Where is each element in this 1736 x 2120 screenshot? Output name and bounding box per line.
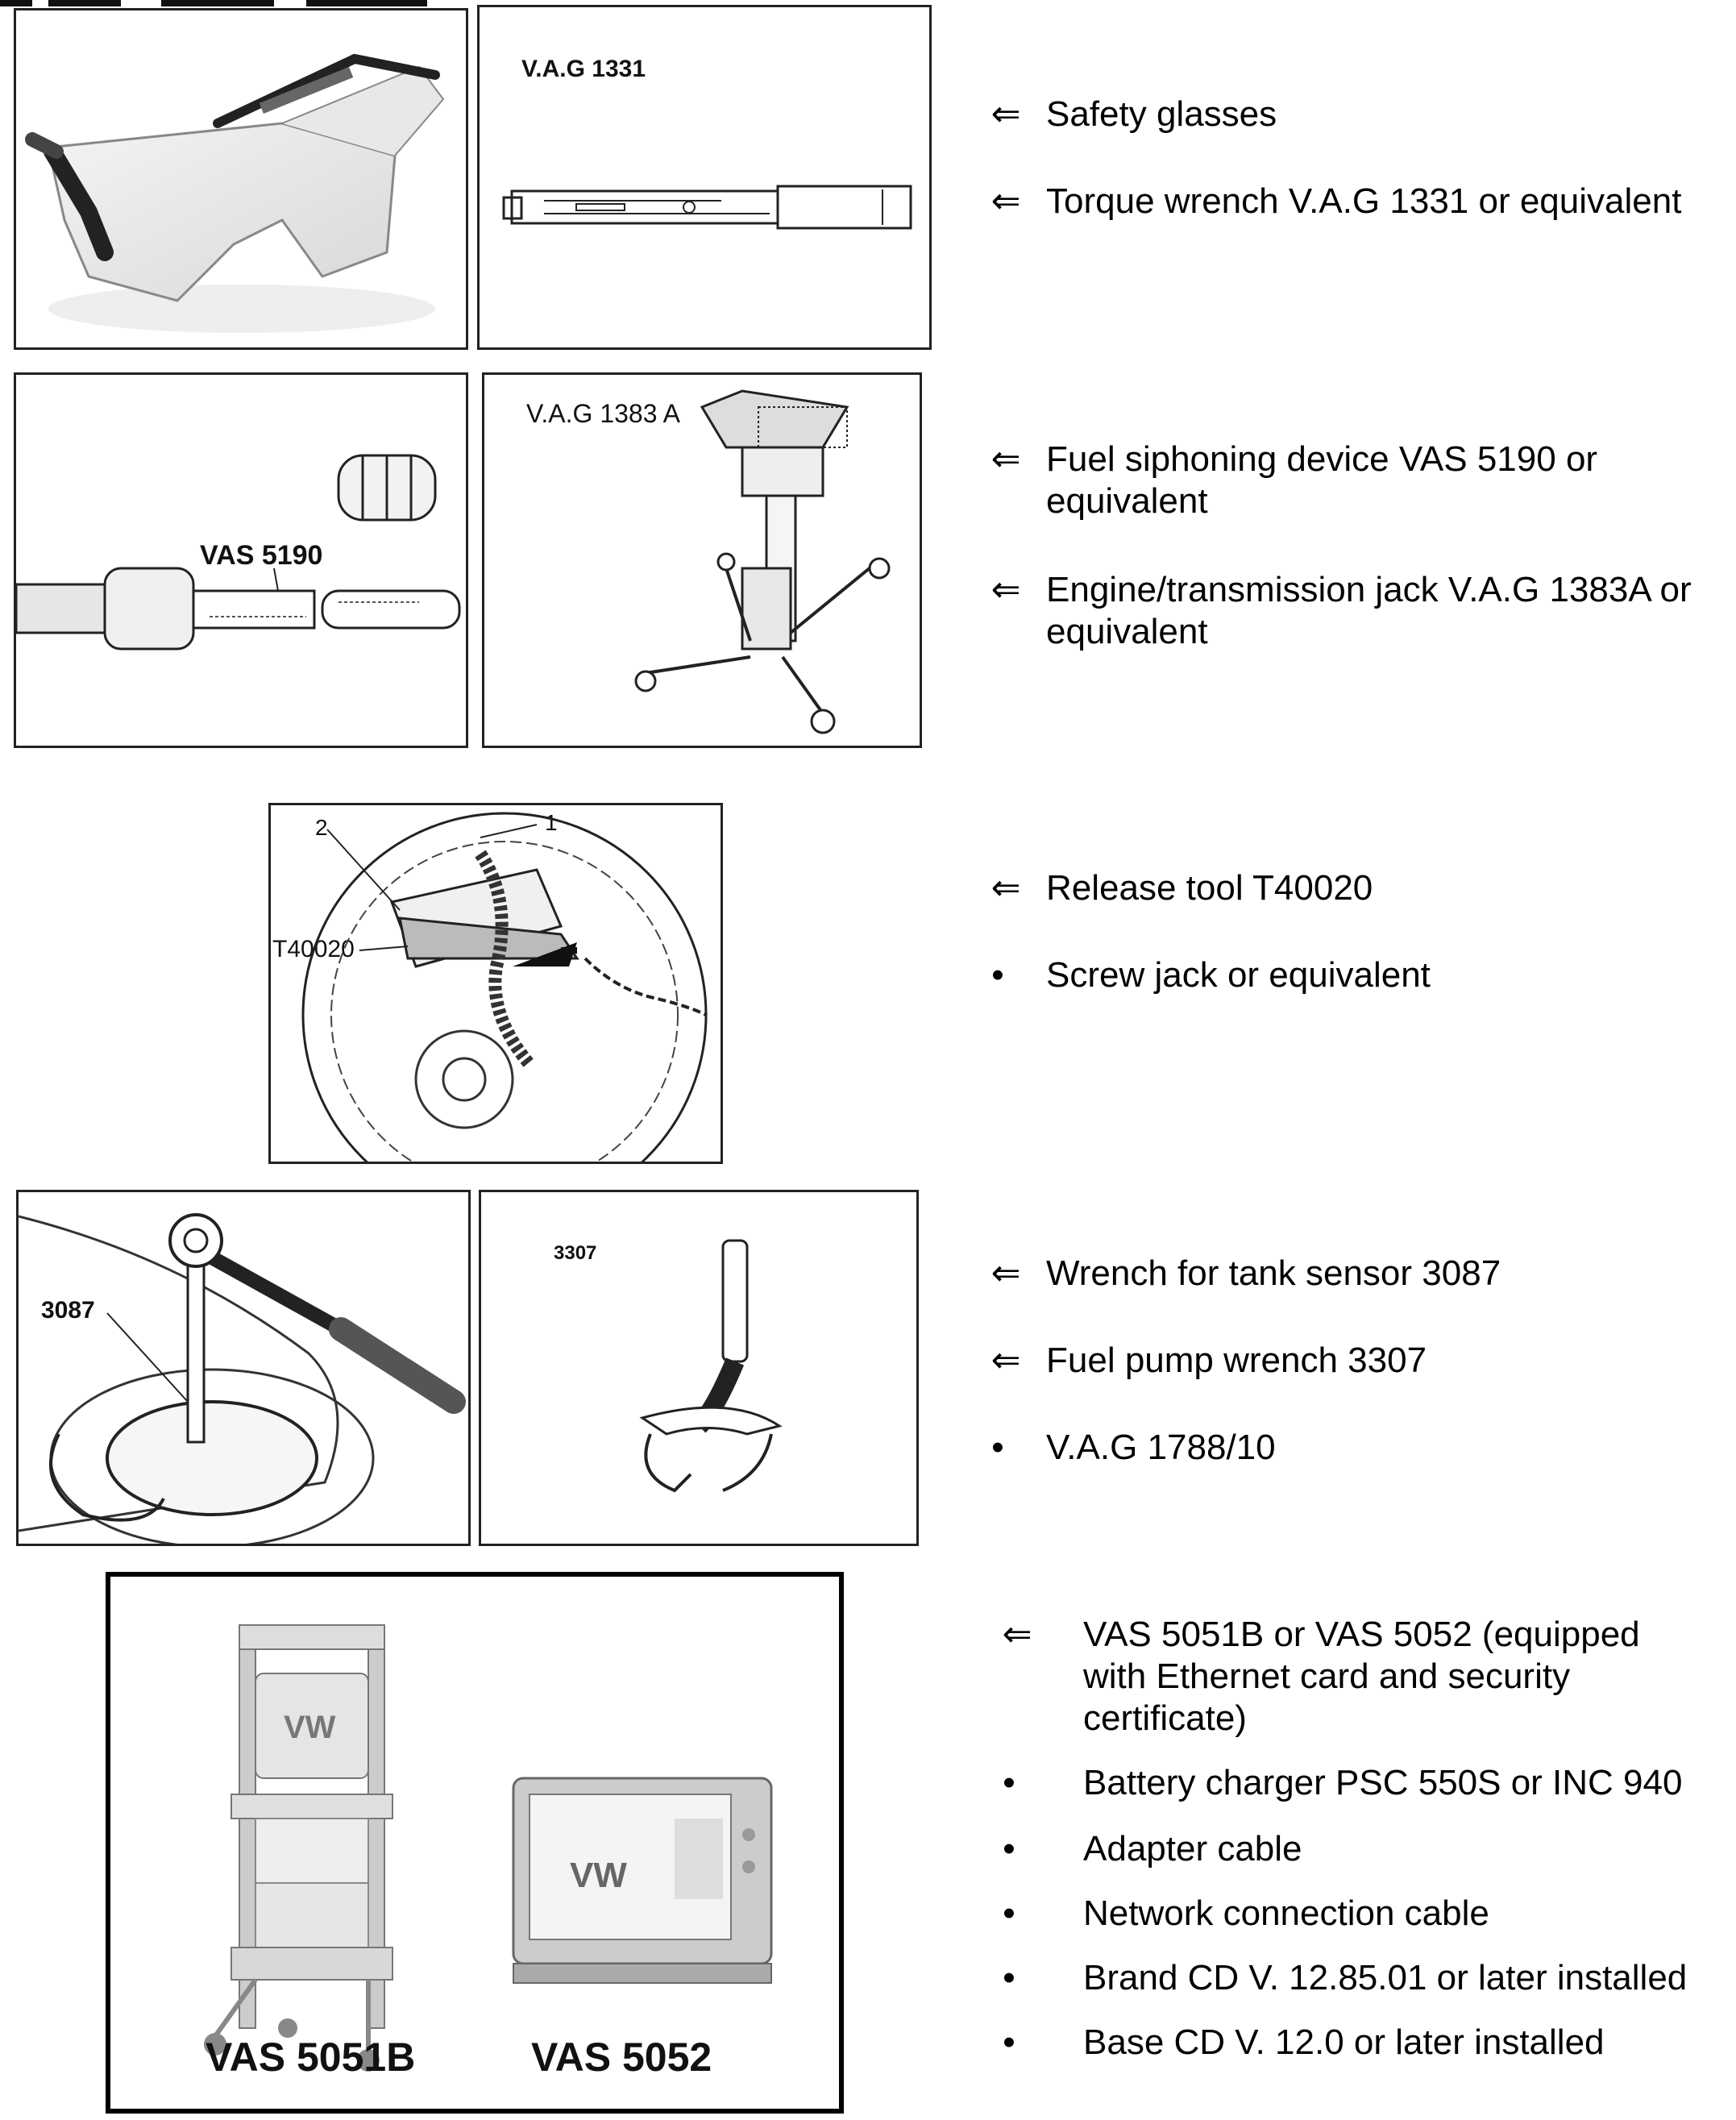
arrow-left-icon: ⇐ bbox=[991, 181, 1021, 221]
torque-wrench-label: V.A.G 1331 bbox=[521, 56, 646, 82]
vas5052-label: VAS 5052 bbox=[531, 2035, 712, 2080]
diagnostic-tester-figure: VW VW VAS 5051B VAS 5052 bbox=[106, 1572, 844, 2114]
safety-glasses-image bbox=[25, 53, 445, 333]
torque-wrench-figure: V.A.G 1331 bbox=[477, 5, 932, 350]
list-item-text: Battery charger PSC 550S or INC 940 bbox=[1083, 1763, 1683, 1802]
release-callout-1: 1 bbox=[545, 810, 558, 835]
arrow-left-icon: ⇐ bbox=[991, 439, 1021, 479]
bullet-icon: • bbox=[991, 955, 1004, 995]
list-item-text: Brand CD V. 12.85.01 or later installed bbox=[1083, 1958, 1688, 1997]
list-item-text: Fuel siphoning device VAS 5190 or equiva… bbox=[1046, 439, 1598, 521]
arrow-left-icon: ⇐ bbox=[991, 1253, 1021, 1293]
list-item-text: Wrench for tank sensor 3087 bbox=[1046, 1253, 1501, 1293]
transmission-jack-figure: V.A.G 1383 A bbox=[482, 372, 922, 748]
bullet-icon: • bbox=[1003, 1893, 1015, 1933]
release-callout-2: 2 bbox=[315, 815, 328, 840]
list-item-text: Screw jack or equivalent bbox=[1046, 955, 1431, 995]
list-item-text: Engine/transmission jack V.A.G 1383A or … bbox=[1046, 570, 1692, 651]
fuel-pump-wrench-figure: 3307 bbox=[479, 1190, 919, 1546]
safety-glasses-figure bbox=[14, 8, 468, 350]
diagnostic-tester-image: VW VW bbox=[204, 1624, 773, 2072]
tank-sensor-label: 3087 bbox=[41, 1297, 95, 1324]
tank-sensor-wrench-figure: 3087 bbox=[16, 1190, 471, 1546]
svg-text:VW: VW bbox=[570, 1856, 627, 1895]
tank-sensor-wrench-image bbox=[19, 1213, 466, 1544]
arrow-left-icon: ⇐ bbox=[991, 868, 1021, 908]
heading-remnant bbox=[0, 0, 451, 11]
list-item-text: Release tool T40020 bbox=[1046, 868, 1373, 908]
arrow-left-icon: ⇐ bbox=[1002, 1615, 1032, 1654]
list-item-text: Torque wrench V.A.G 1331 or equivalent bbox=[1046, 181, 1682, 221]
bullet-icon: • bbox=[1003, 1763, 1015, 1802]
bullet-icon: • bbox=[1003, 1958, 1015, 1997]
release-tool-image bbox=[301, 812, 708, 1162]
list-item-text: Adapter cable bbox=[1083, 1829, 1302, 1869]
list-item-text: Fuel pump wrench 3307 bbox=[1046, 1341, 1427, 1380]
fuel-siphon-label: VAS 5190 bbox=[200, 540, 323, 571]
list-item-text: V.A.G 1788/10 bbox=[1046, 1428, 1276, 1467]
list-item-text: Safety glasses bbox=[1046, 94, 1277, 134]
transmission-jack-label: V.A.G 1383 A bbox=[526, 399, 680, 428]
list-item-text: Base CD V. 12.0 or later installed bbox=[1083, 2022, 1605, 2062]
release-tool-figure: 2 1 T40020 bbox=[268, 803, 723, 1164]
transmission-jack-image bbox=[634, 389, 891, 734]
arrow-left-icon: ⇐ bbox=[991, 1341, 1021, 1380]
bullet-icon: • bbox=[1003, 2022, 1015, 2062]
fuel-pump-wrench-label: 3307 bbox=[554, 1242, 597, 1264]
fuel-siphon-image bbox=[16, 454, 461, 651]
torque-wrench-image bbox=[502, 185, 912, 230]
list-item-text: Network connection cable bbox=[1083, 1893, 1489, 1933]
svg-text:VW: VW bbox=[284, 1710, 336, 1745]
bullet-icon: • bbox=[991, 1428, 1004, 1467]
fuel-siphon-figure: VAS 5190 bbox=[14, 372, 468, 748]
bullet-icon: • bbox=[1003, 1829, 1015, 1869]
list-item-text: VAS 5051B or VAS 5052 (equipped with Eth… bbox=[1083, 1615, 1640, 1738]
fuel-pump-wrench-image bbox=[639, 1239, 783, 1493]
arrow-left-icon: ⇐ bbox=[991, 94, 1021, 134]
vas5051b-label: VAS 5051B bbox=[206, 2035, 416, 2080]
arrow-left-icon: ⇐ bbox=[991, 570, 1021, 609]
